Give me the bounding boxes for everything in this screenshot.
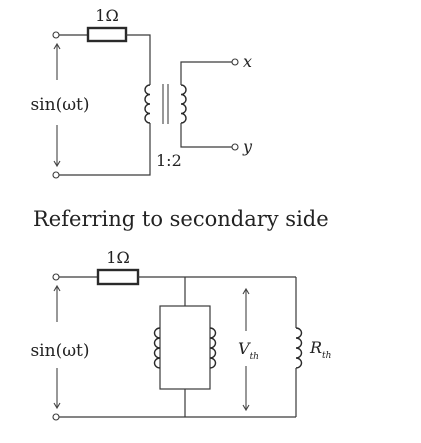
bottom-source-arrowhead-down <box>53 402 61 410</box>
top-wire-bottom <box>58 123 151 176</box>
top-resistor-label: 1Ω <box>95 6 118 25</box>
top-source-arrowhead-down <box>53 160 61 168</box>
bottom-source-terminal-plus <box>52 273 60 281</box>
terminal-y <box>231 143 239 151</box>
rth-label-sub: th <box>322 351 331 361</box>
bottom-source-arrowhead-up <box>53 284 61 292</box>
section-heading: Referring to secondary side <box>33 207 329 231</box>
bottom-source-label: sin(ωt) <box>30 341 89 361</box>
vth-label-sub: th <box>250 352 259 362</box>
rth-coil <box>295 327 303 369</box>
primary-coil <box>144 84 151 124</box>
vth-label: Vth <box>238 339 259 362</box>
top-source-label: sin(ωt) <box>30 95 89 115</box>
vth-label-main: V <box>238 339 251 358</box>
secondary-coil <box>180 84 187 124</box>
vth-arrowhead-down <box>242 404 250 412</box>
terminal-y-label: y <box>242 137 253 156</box>
parallel-inductor-left-coil <box>153 327 161 369</box>
parallel-inductor-right-coil <box>209 327 217 369</box>
secondary-wire-bottom <box>180 123 232 148</box>
turns-ratio-label: 1:2 <box>156 151 182 170</box>
terminal-x-label: x <box>243 52 252 71</box>
terminal-x <box>231 58 239 66</box>
vth-arrowhead-up <box>242 287 250 295</box>
top-source-arrowhead-up <box>53 42 61 50</box>
bottom-source-terminal-minus <box>52 413 60 421</box>
rth-label: Rth <box>309 338 331 361</box>
bottom-resistor-label: 1Ω <box>106 248 129 267</box>
bottom-resistor <box>96 268 140 286</box>
secondary-wire-top <box>180 61 232 85</box>
parallel-inductor-box <box>159 305 211 390</box>
top-source-terminal-minus <box>52 171 60 179</box>
top-source-terminal-plus <box>52 31 60 39</box>
top-wire-right <box>126 34 151 85</box>
rth-label-main: R <box>309 338 322 357</box>
bottom-circuit: 1Ω sin(ωt) Vth Rth <box>30 248 331 421</box>
top-circuit: 1Ω sin(ωt) x y 1:2 <box>30 6 253 179</box>
top-resistor <box>86 26 128 43</box>
